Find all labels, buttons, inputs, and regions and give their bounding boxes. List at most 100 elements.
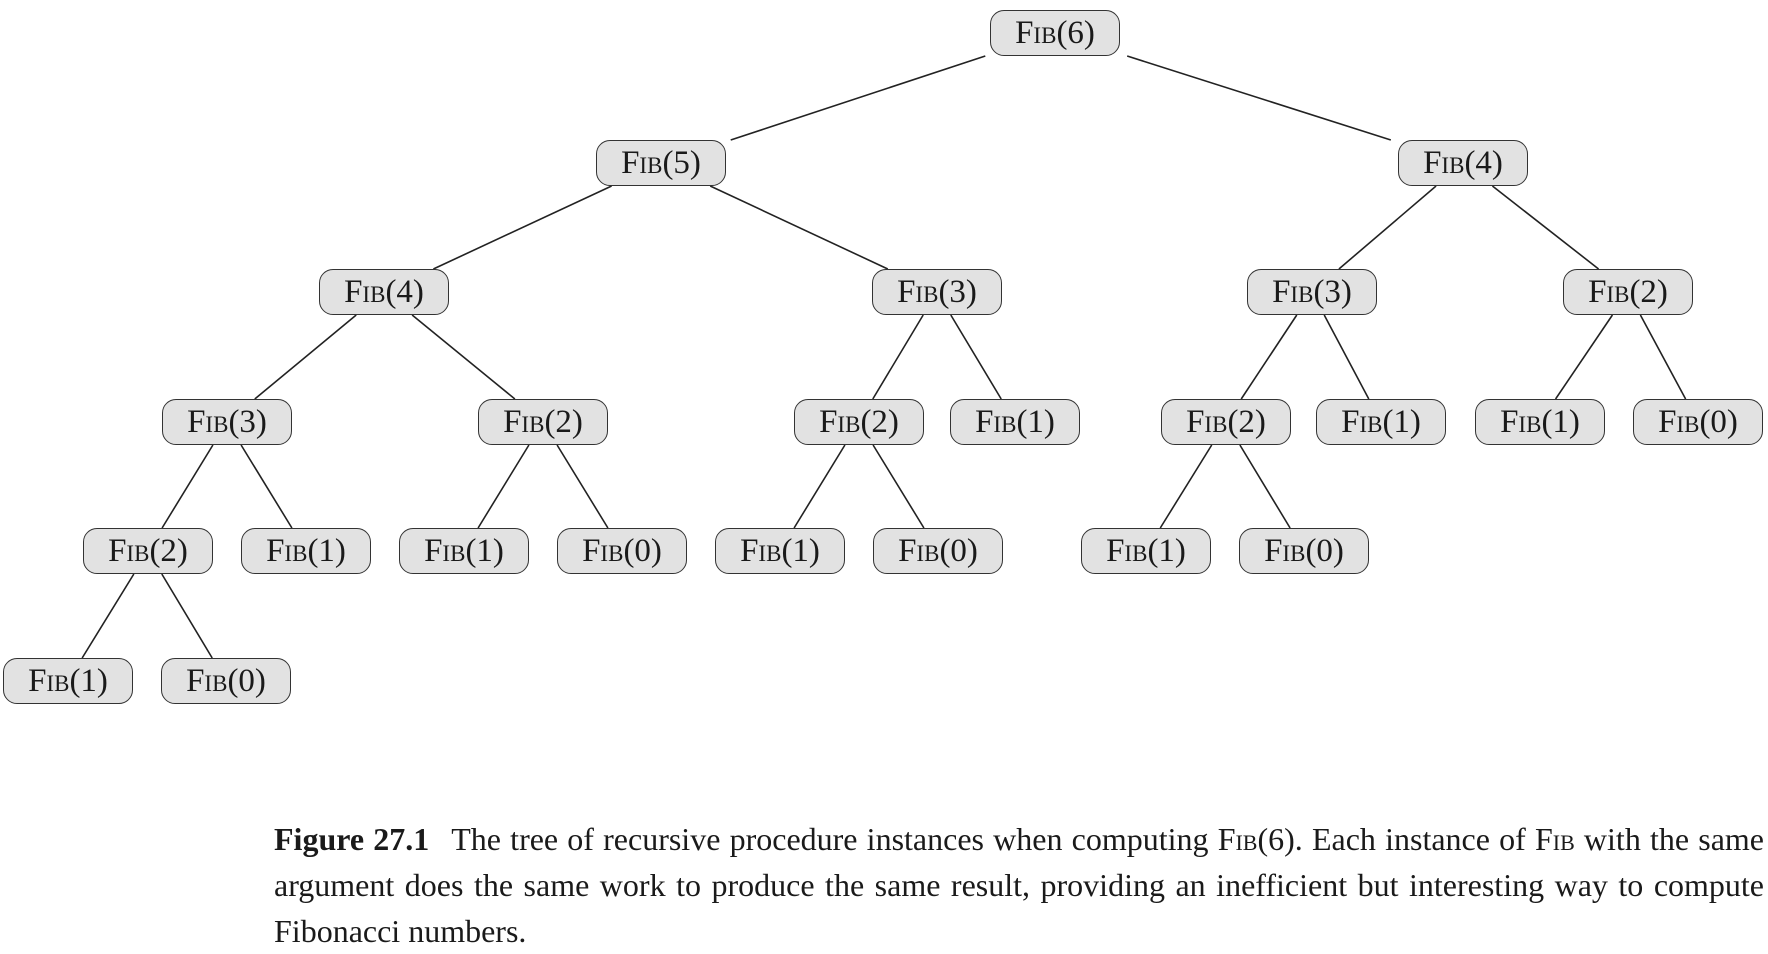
fib-node-function: Fib	[1500, 403, 1542, 440]
fib-node-argument: (0)	[1305, 532, 1344, 569]
fib-node-function: Fib	[1658, 403, 1700, 440]
tree-edge	[872, 314, 924, 400]
tree-edge	[1639, 314, 1687, 400]
caption-text-2: (6). Each instance of	[1257, 821, 1535, 857]
tree-edge	[950, 314, 1002, 400]
fib-node-argument: (2)	[1227, 403, 1266, 440]
fib-node: Fib(1)	[241, 528, 371, 574]
fib-node-argument: (3)	[1313, 273, 1352, 310]
tree-edge	[730, 55, 986, 141]
tree-edge	[1126, 55, 1392, 141]
fib-node-function: Fib	[1186, 403, 1228, 440]
fib-node: Fib(1)	[399, 528, 529, 574]
fib-node-function: Fib	[108, 532, 150, 569]
tree-edge	[254, 314, 357, 400]
fib-node: Fib(2)	[478, 399, 608, 445]
fib-node-argument: (2)	[1629, 273, 1668, 310]
fib-node-argument: (1)	[69, 662, 108, 699]
figure-caption: Figure 27.1 The tree of recursive procedu…	[274, 816, 1764, 954]
fib-node: Fib(1)	[1316, 399, 1446, 445]
fib-node-function: Fib	[28, 662, 70, 699]
tree-edge	[1159, 444, 1213, 529]
tree-edge	[477, 444, 530, 529]
fib-node: Fib(3)	[1247, 269, 1377, 315]
tree-edge	[161, 444, 214, 529]
fib-node-argument: (0)	[1699, 403, 1738, 440]
caption-fn-1: Fib	[1217, 821, 1258, 857]
tree-edge	[872, 444, 925, 529]
fib-node: Fib(5)	[596, 140, 726, 186]
fib-node-argument: (2)	[149, 532, 188, 569]
tree-edge	[81, 573, 135, 659]
tree-edge	[1239, 444, 1291, 529]
fib-node-argument: (5)	[662, 144, 701, 181]
fib-node: Fib(2)	[1161, 399, 1291, 445]
fib-node-function: Fib	[1272, 273, 1314, 310]
fib-node-function: Fib	[503, 403, 545, 440]
fib-node-function: Fib	[186, 662, 228, 699]
fib-node-function: Fib	[621, 144, 663, 181]
fib-node-argument: (0)	[623, 532, 662, 569]
fib-node-argument: (4)	[385, 273, 424, 310]
fib-node-argument: (1)	[1147, 532, 1186, 569]
fib-node-function: Fib	[1588, 273, 1630, 310]
fib-node-argument: (1)	[465, 532, 504, 569]
fib-node-argument: (1)	[1382, 403, 1421, 440]
tree-edge	[1491, 185, 1600, 270]
fib-node-argument: (1)	[781, 532, 820, 569]
fib-node-function: Fib	[1015, 14, 1057, 51]
fib-node-argument: (2)	[860, 403, 899, 440]
fib-node-function: Fib	[819, 403, 861, 440]
fib-node: Fib(3)	[162, 399, 292, 445]
fib-node: Fib(0)	[557, 528, 687, 574]
fib-node: Fib(4)	[1398, 140, 1528, 186]
fib-node-function: Fib	[897, 273, 939, 310]
fib-node-argument: (3)	[938, 273, 977, 310]
caption-text-1: The tree of recursive procedure instance…	[451, 821, 1218, 857]
fib-node: Fib(3)	[872, 269, 1002, 315]
fib-node-function: Fib	[975, 403, 1017, 440]
fib-node: Fib(2)	[83, 528, 213, 574]
fib-node-argument: (4)	[1464, 144, 1503, 181]
caption-text-3: with the same argument does the same wor…	[274, 821, 1765, 949]
fib-node-function: Fib	[344, 273, 386, 310]
fib-node-function: Fib	[266, 532, 308, 569]
fib-node: Fib(0)	[1239, 528, 1369, 574]
fib-node-argument: (0)	[939, 532, 978, 569]
tree-edge	[1323, 314, 1370, 400]
figure-label: Figure 27.1	[274, 821, 430, 857]
tree-edge	[411, 314, 516, 400]
fib-node: Fib(6)	[990, 10, 1120, 56]
tree-edge	[709, 185, 889, 270]
tree-edge	[556, 444, 609, 529]
fib-node-function: Fib	[187, 403, 229, 440]
fib-node-function: Fib	[898, 532, 940, 569]
fib-node-function: Fib	[424, 532, 466, 569]
fib-node: Fib(1)	[3, 658, 133, 704]
fib-node-argument: (1)	[307, 532, 346, 569]
fib-node-argument: (3)	[228, 403, 267, 440]
tree-edge	[1240, 314, 1298, 400]
fib-node: Fib(4)	[319, 269, 449, 315]
fib-node-argument: (1)	[1016, 403, 1055, 440]
fib-node: Fib(0)	[161, 658, 291, 704]
fib-node: Fib(2)	[1563, 269, 1693, 315]
fib-node-function: Fib	[1106, 532, 1148, 569]
fib-node-function: Fib	[1341, 403, 1383, 440]
caption-fn-2: Fib	[1534, 821, 1575, 857]
tree-edge	[1338, 185, 1437, 270]
fib-node: Fib(0)	[873, 528, 1003, 574]
fib-node-function: Fib	[1423, 144, 1465, 181]
fib-node-function: Fib	[582, 532, 624, 569]
fib-node: Fib(2)	[794, 399, 924, 445]
fib-node-argument: (2)	[544, 403, 583, 440]
fib-node-argument: (1)	[1541, 403, 1580, 440]
tree-edges	[81, 55, 1687, 659]
fib-node-function: Fib	[1264, 532, 1306, 569]
tree-edge	[793, 444, 846, 529]
tree-edge	[240, 444, 293, 529]
fib-node: Fib(1)	[950, 399, 1080, 445]
tree-edge	[433, 185, 612, 270]
fib-node-argument: (0)	[227, 662, 266, 699]
fib-node: Fib(1)	[1081, 528, 1211, 574]
